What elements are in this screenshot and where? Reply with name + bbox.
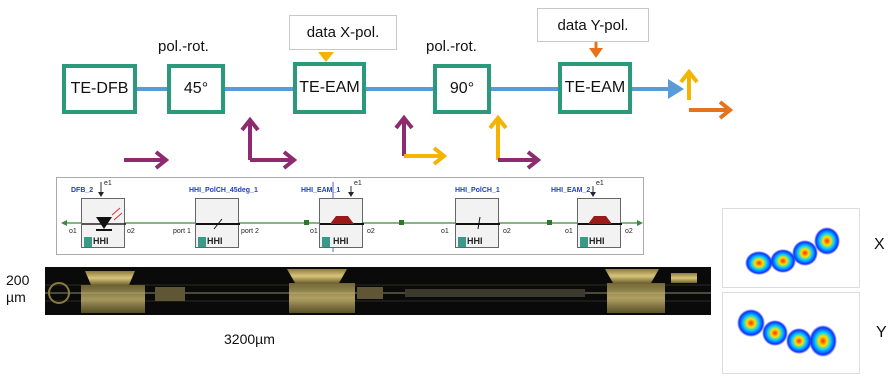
- pin-label: e1: [104, 180, 112, 187]
- schematic-cell-polch-45: [195, 198, 240, 248]
- hhi-tag: HHI: [467, 236, 483, 246]
- y-constellation-plot: [722, 292, 860, 374]
- schematic-port: o1: [565, 228, 573, 235]
- x-constellation-label: X: [874, 236, 885, 253]
- schematic-cell-polch: [455, 198, 500, 248]
- schematic-port: o2: [367, 228, 375, 235]
- y-data-pointer: [589, 48, 603, 58]
- schematic-port: o1: [441, 228, 449, 235]
- schematic-cell-eam-2: [577, 198, 622, 248]
- te-eam-2-block: TE-EAM: [558, 62, 632, 114]
- te-dfb-label: TE-DFB: [70, 80, 129, 97]
- x-constellation-plot: [722, 208, 860, 288]
- schematic-cell-name: HHI_PolCH_1: [455, 187, 500, 194]
- schematic-cell-name: HHI_EAM_1: [301, 187, 341, 194]
- x-modulated-polarization-icon: [394, 114, 448, 166]
- pol-rot-label-1: pol.-rot.: [158, 38, 209, 55]
- pin-label: e1: [596, 180, 604, 187]
- te-dfb-block: TE-DFB: [62, 64, 137, 114]
- schematic-port: o1: [310, 228, 318, 235]
- y-symbol-cluster-2: [762, 320, 788, 346]
- rotator-45-label: 45°: [183, 80, 209, 97]
- schematic-port: o2: [503, 228, 511, 235]
- schematic-port: o2: [127, 228, 135, 235]
- rotated-45-polarization-icon: [240, 116, 298, 170]
- circuit-schematic: DFB_2 o1 o2 HHI e1 HHI_PolCH_45deg_1 por…: [56, 177, 644, 255]
- schematic-port: port 1: [173, 228, 191, 235]
- data-y-callout: data Y-pol.: [537, 8, 649, 42]
- output-polarization-icon: [679, 68, 734, 120]
- rotator-45-block: 45°: [167, 64, 225, 114]
- hhi-tag: HHI: [207, 236, 223, 246]
- schematic-port: o2: [625, 228, 633, 235]
- schematic-cell-name: HHI_EAM_2: [551, 187, 591, 194]
- hhi-tag: HHI: [589, 236, 605, 246]
- y-symbol-cluster-3: [786, 328, 812, 354]
- data-x-callout: data X-pol.: [289, 15, 397, 50]
- te-polarization-icon: [124, 150, 170, 170]
- data-x-label: data X-pol.: [306, 24, 380, 41]
- rotator-90-block: 90°: [433, 64, 491, 114]
- y-symbol-cluster-1: [737, 309, 765, 337]
- rotated-90-polarization-icon: [488, 114, 542, 170]
- x-symbol-cluster-2: [770, 249, 796, 273]
- te-eam-1-label: TE-EAM: [299, 79, 360, 96]
- schematic-cell-eam-1: [319, 198, 364, 248]
- x-symbol-cluster-3: [792, 240, 818, 266]
- hhi-tag: HHI: [333, 236, 349, 246]
- y-constellation-label: Y: [876, 324, 887, 341]
- pol-rot-label-2: pol.-rot.: [426, 38, 477, 55]
- te-eam-1-block: TE-EAM: [293, 62, 366, 114]
- schematic-port: port 2: [241, 228, 259, 235]
- chip-length-label: 3200µm: [224, 331, 275, 347]
- chip-height-label: 200 µm: [6, 272, 30, 305]
- te-eam-2-label: TE-EAM: [564, 79, 626, 96]
- hhi-tag: HHI: [93, 236, 109, 246]
- schematic-cell-name: DFB_2: [71, 187, 94, 194]
- schematic-cell-name: HHI_PolCH_45deg_1: [189, 187, 258, 194]
- waveguide-arrowhead: [668, 79, 684, 99]
- x-symbol-cluster-1: [745, 251, 773, 275]
- chip-micrograph: [45, 267, 711, 315]
- schematic-port: o1: [69, 228, 77, 235]
- y-symbol-cluster-4: [809, 325, 837, 357]
- rotator-90-label: 90°: [449, 80, 475, 97]
- data-y-label: data Y-pol.: [557, 16, 629, 34]
- x-symbol-cluster-4: [814, 227, 840, 255]
- pin-label: e1: [354, 180, 362, 187]
- x-data-pointer: [318, 52, 334, 62]
- schematic-cell-dfb: [81, 198, 126, 248]
